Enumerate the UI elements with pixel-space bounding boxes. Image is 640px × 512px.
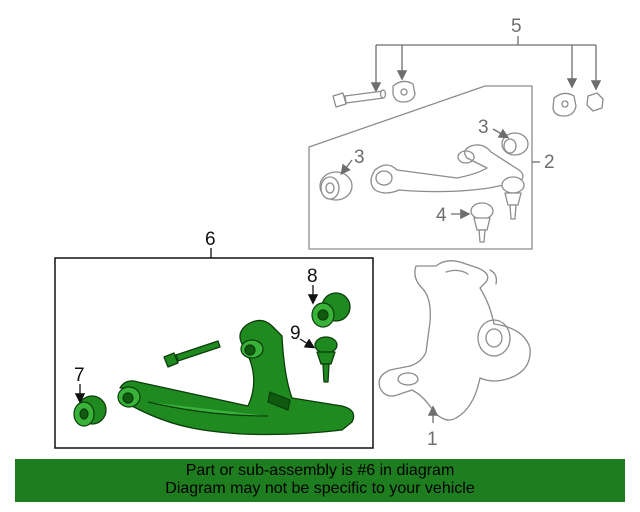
banner-line-2: Diagram may not be specific to your vehi… [165,480,475,497]
callout-7: 7 [74,365,85,386]
callout-3-left: 3 [354,147,365,168]
callout-2: 2 [544,152,555,173]
callout-3-upper: 3 [478,117,489,138]
callout-9: 9 [290,323,301,344]
info-banner: Part or sub-assembly is #6 in diagram Di… [15,459,625,502]
banner-line-1: Part or sub-assembly is #6 in diagram [185,462,455,479]
top-hardware [332,80,604,117]
callout-6: 6 [205,229,216,250]
lower-arm-assembly: 6 7 8 9 [54,229,374,449]
callout-5: 5 [511,16,522,37]
steering-knuckle: 1 [378,260,531,450]
callout-8: 8 [307,266,318,287]
callout-5-group: 5 [370,16,602,93]
upper-arm-assembly: 2 3 3 4 [308,85,555,250]
callout-1: 1 [427,429,438,450]
callout-4: 4 [436,205,447,226]
